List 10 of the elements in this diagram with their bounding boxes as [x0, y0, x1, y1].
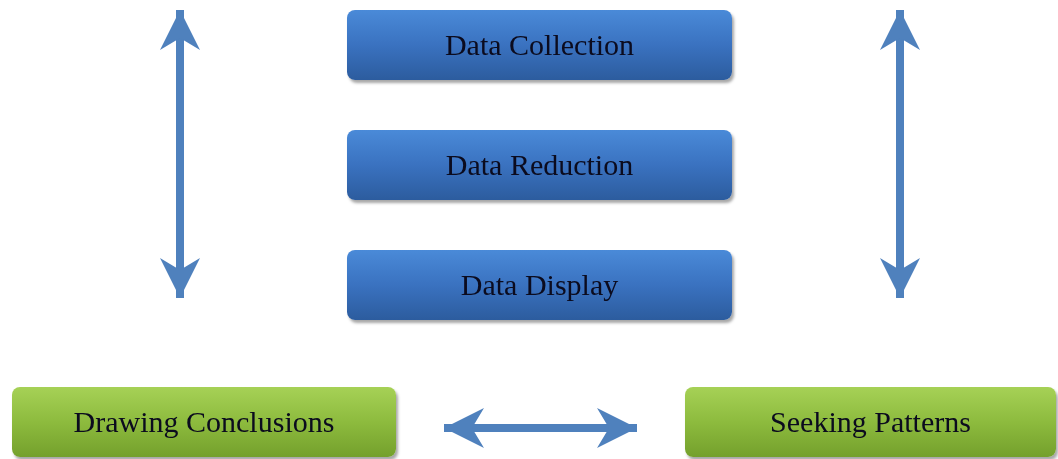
process-box	[685, 387, 1056, 457]
process-box	[347, 250, 732, 320]
box-label: Seeking Patterns	[770, 405, 971, 439]
box-label: Drawing Conclusions	[73, 405, 335, 439]
box-label: Data Collection	[444, 28, 635, 62]
process-box	[347, 10, 732, 80]
box-label: Data Reduction	[445, 148, 634, 182]
box-label: Data Display	[460, 268, 619, 302]
process-box	[12, 387, 396, 457]
process-box	[347, 130, 732, 200]
